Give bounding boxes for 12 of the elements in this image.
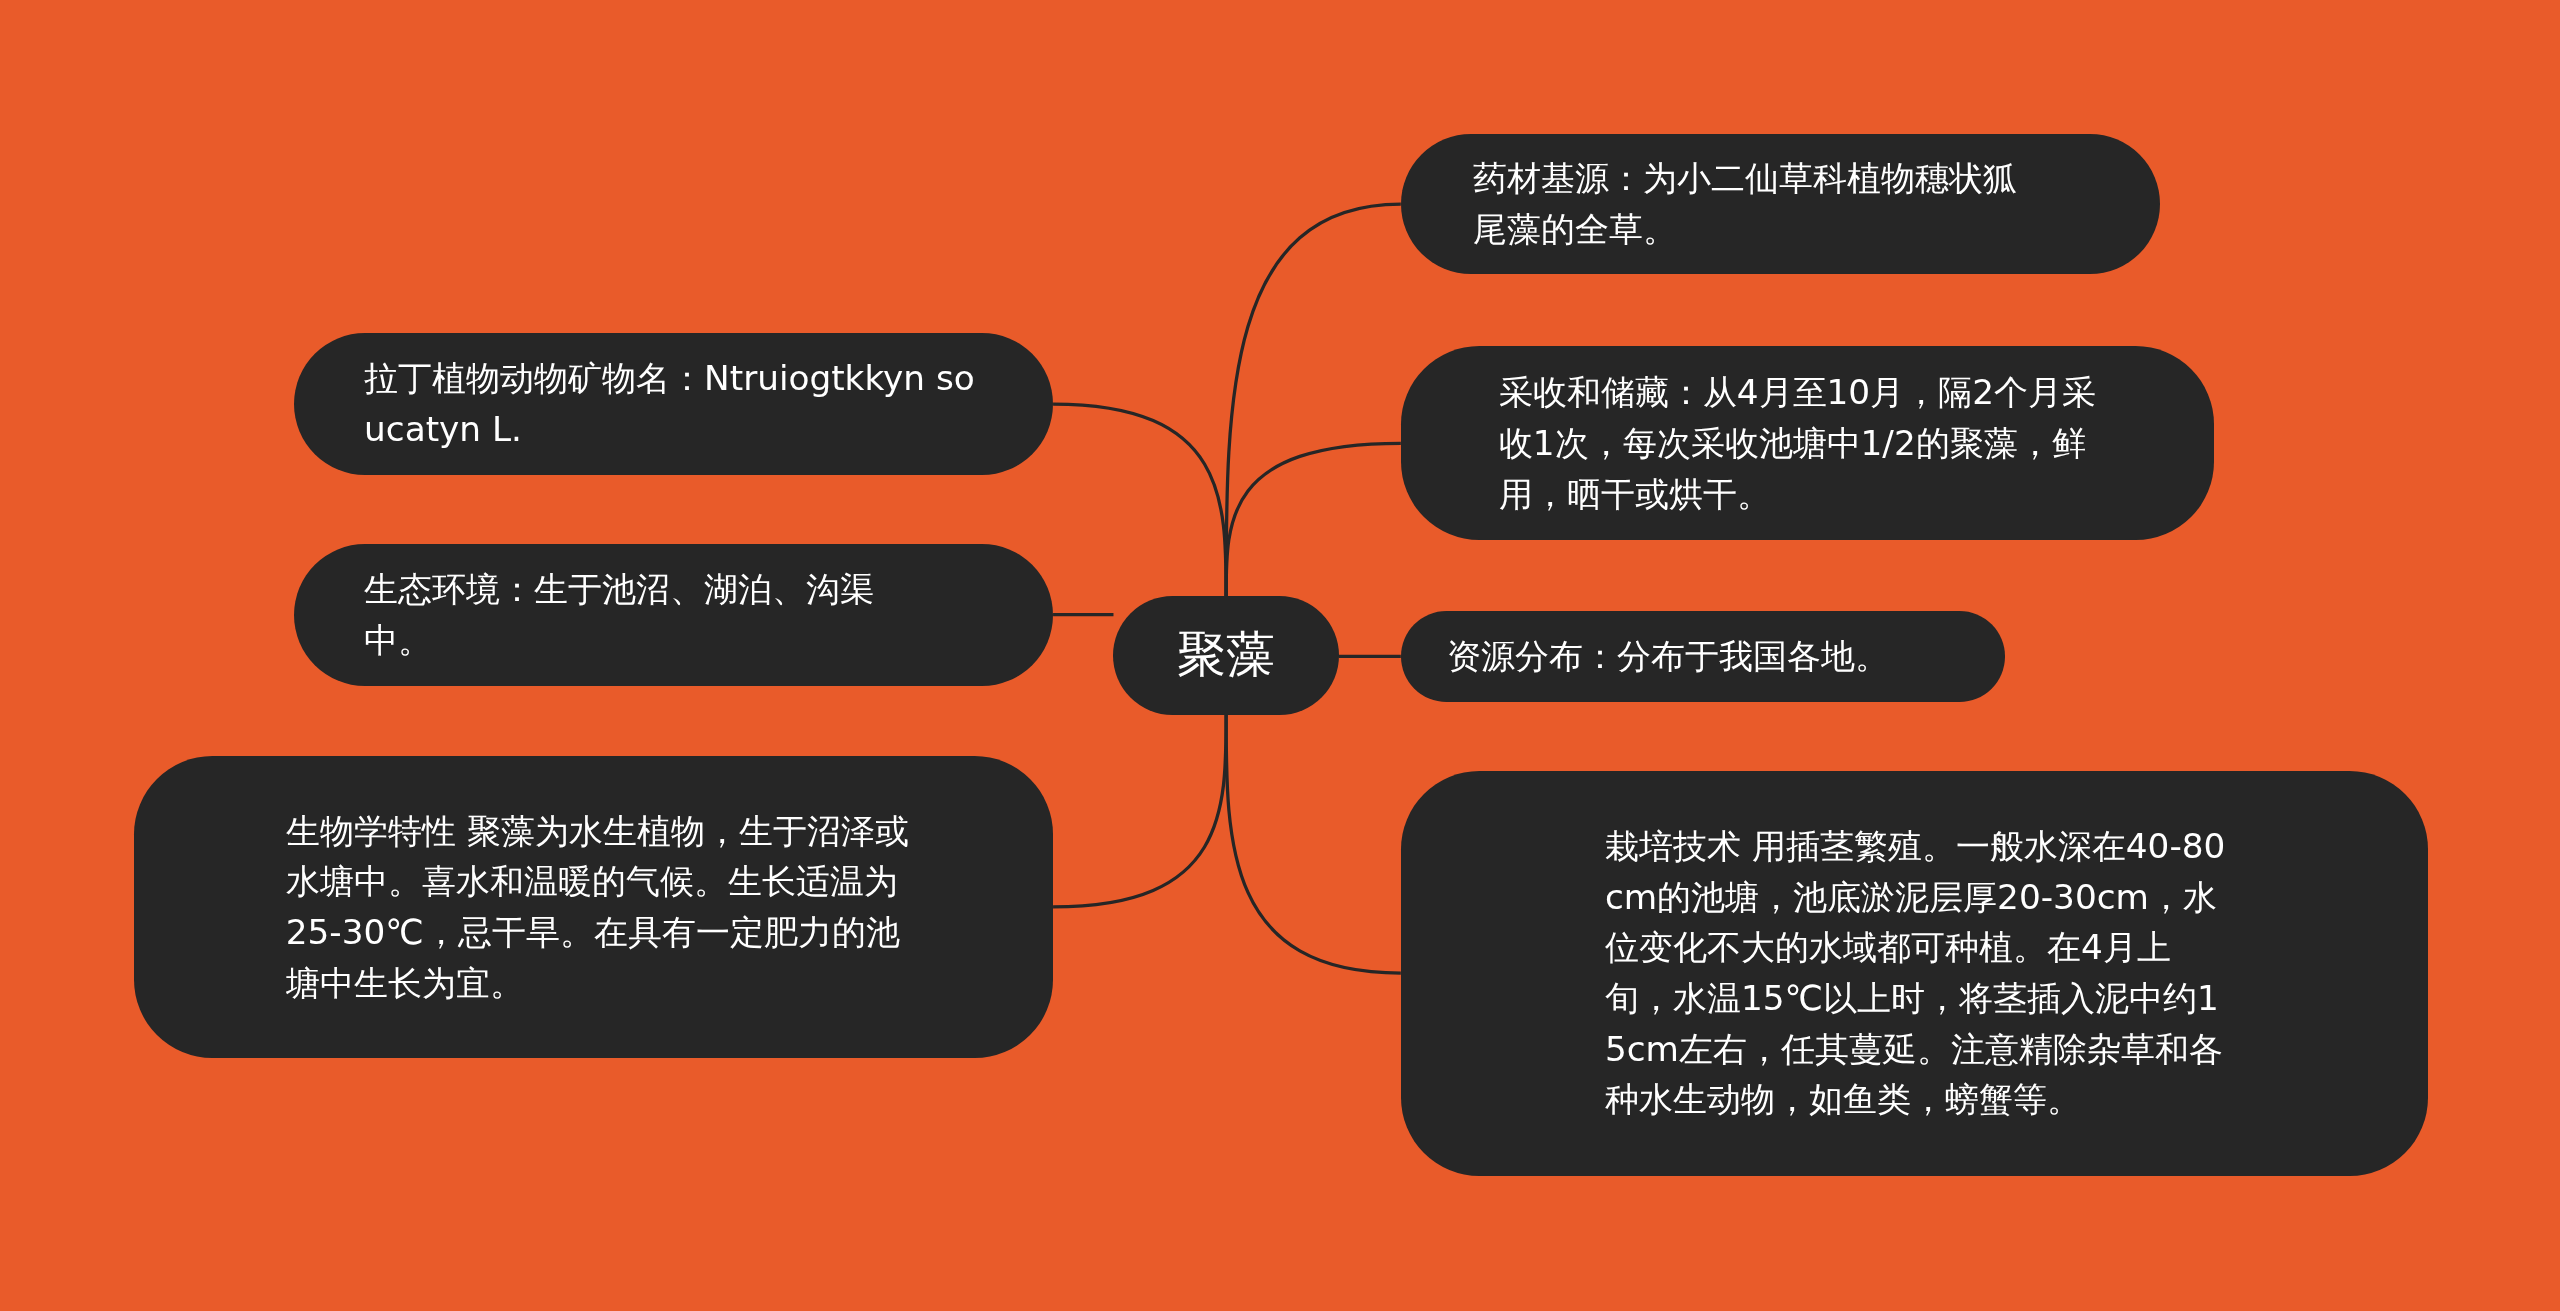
topic-box: 栽培技术 用插茎繁殖。一般水深在40-80cm的池塘，池底淤泥层厚20-30cm，水位变化不大的水域都可种植。在4月上旬，水温15℃以上时，将茎插入泥中约15cm左右，任其蔓延。注意精除杂草和各种水生动物，如鱼类，螃蟹等。 <box>1400 770 2428 1176</box>
topic-box: 生态环境：生于池沼、湖泊、沟渠中。 <box>293 543 1054 686</box>
topic-box: 生物学特性 聚藻为水生植物，生于沼泽或水塘中。喜水和温暖的气候。生长适温为25-30℃，忌干旱。在具有一定肥力的池塘中生长为宜。 <box>133 755 1054 1058</box>
connector-line <box>1224 441 1401 596</box>
topic-box: 拉丁植物动物矿物名：Ntruiogtkkyn soucatyn L. <box>293 333 1054 476</box>
topic-box: 采收和储藏：从4月至10月，隔2个月采收1次，每次采收池塘中1/2的聚藻，鲜用，晒干或烘干。 <box>1400 346 2214 541</box>
connector-line <box>1224 715 1401 975</box>
connector-line <box>1338 654 1401 658</box>
central-topic-box: 聚藻 <box>1113 595 1339 716</box>
topic-box: 资源分布：分布于我国各地。 <box>1400 610 2005 703</box>
connector-line <box>1053 613 1114 617</box>
topic-box: 药材基源：为小二仙草科植物穗状狐尾藻的全草。 <box>1400 133 2160 275</box>
